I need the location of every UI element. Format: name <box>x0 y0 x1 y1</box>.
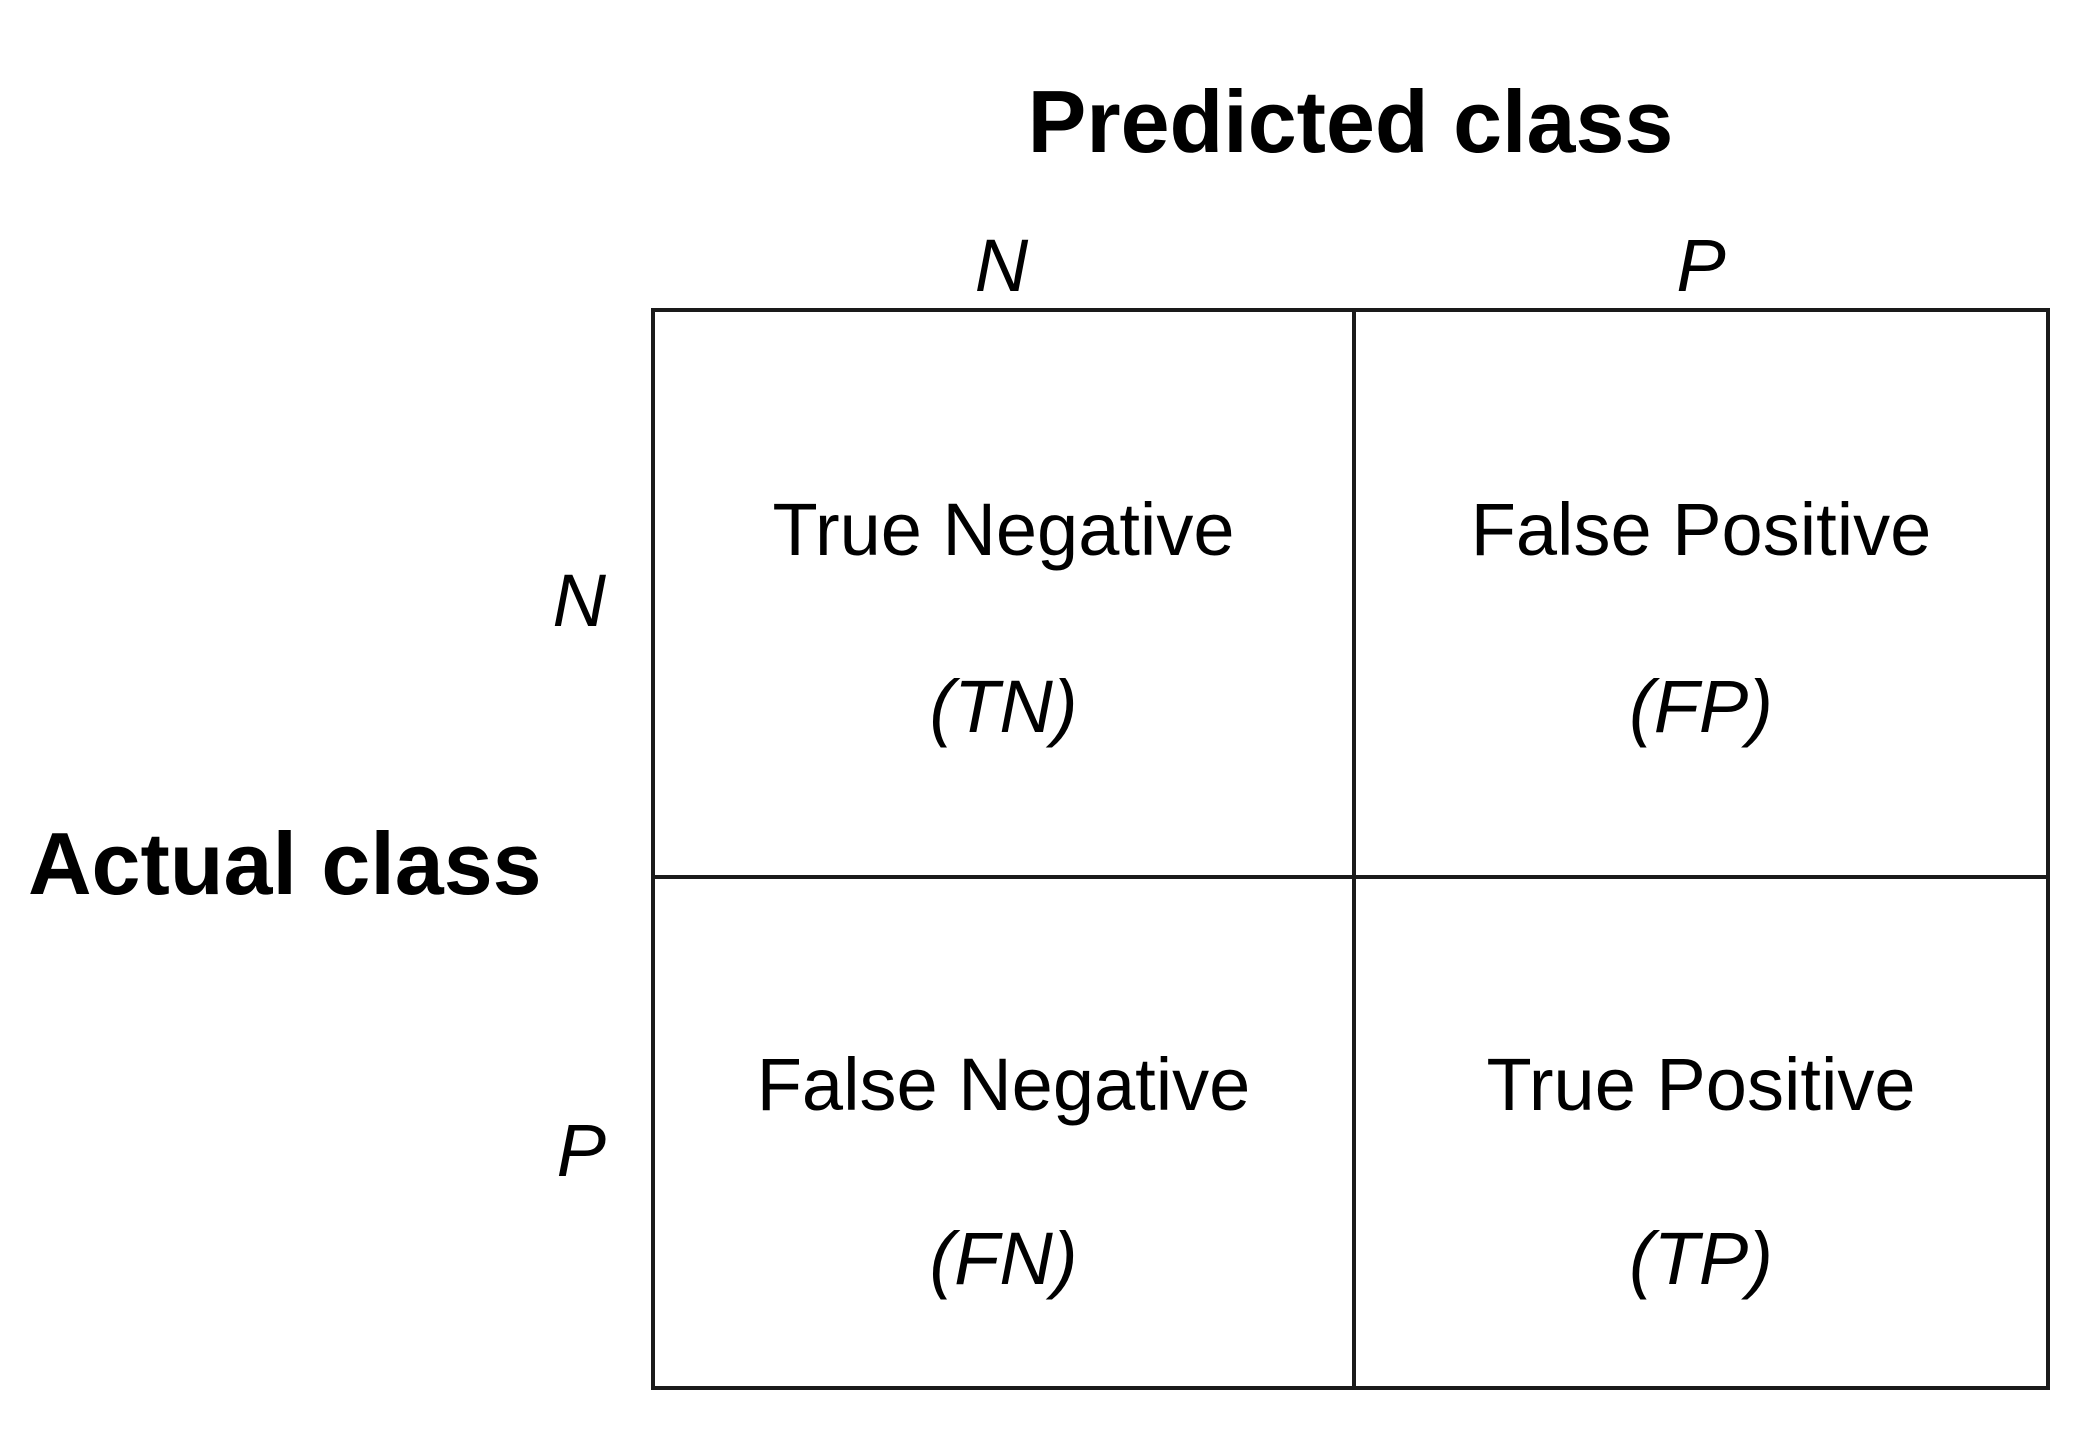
false-negative-abbreviation: (FN) <box>929 1217 1078 1300</box>
true-negative-label: True Negative <box>772 488 1235 571</box>
false-positive-label: False Positive <box>1470 488 1932 571</box>
true-positive-label: True Positive <box>1486 1043 1916 1126</box>
actual-class-title: Actual class <box>28 814 542 913</box>
grid-vertical-divider <box>1352 312 1356 1386</box>
column-header-negative: N <box>974 224 1029 307</box>
false-negative-label: False Negative <box>756 1043 1251 1126</box>
true-negative-abbreviation: (TN) <box>929 665 1078 748</box>
cell-true-positive: True Positive (TP) <box>1356 879 2046 1386</box>
row-header-positive: P <box>556 1109 606 1192</box>
column-header-positive: P <box>1676 224 1726 307</box>
true-positive-abbreviation: (TP) <box>1629 1217 1773 1300</box>
row-header-negative: N <box>552 559 606 642</box>
false-positive-abbreviation: (FP) <box>1629 665 1773 748</box>
cell-false-negative: False Negative (FN) <box>655 879 1352 1386</box>
cell-true-negative: True Negative (TN) <box>655 312 1352 875</box>
predicted-class-title: Predicted class <box>1027 72 1674 171</box>
cell-false-positive: False Positive (FP) <box>1356 312 2046 875</box>
grid-horizontal-divider <box>655 875 2046 879</box>
matrix-grid: True Negative (TN) False Positive (FP) F… <box>651 308 2050 1390</box>
